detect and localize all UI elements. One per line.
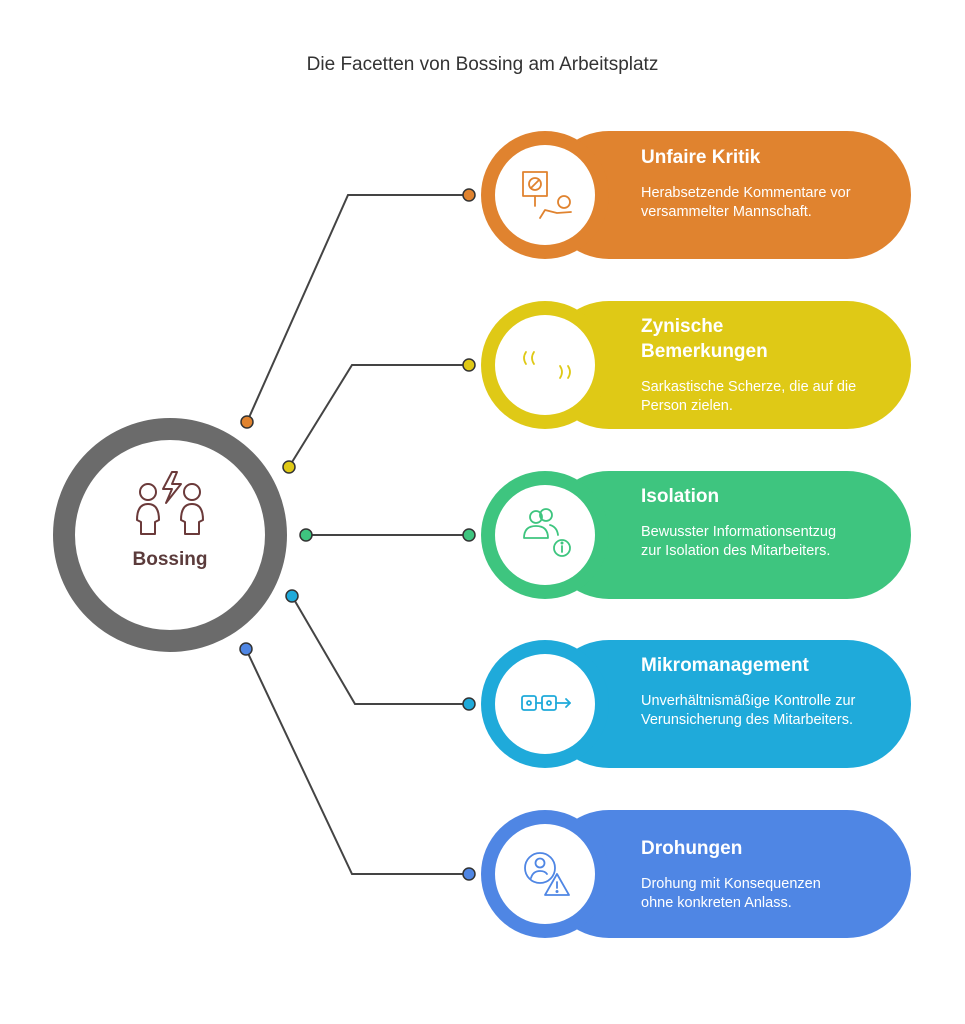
connector-dot-item-3 (462, 528, 476, 542)
diagram-title: Die Facetten von Bossing am Arbeitsplatz (306, 54, 659, 75)
item-title: Zynische Bemerkungen (641, 316, 768, 362)
item-badge-inner (495, 485, 595, 585)
item-title: Unfaire Kritik (641, 147, 761, 168)
connector-dot-hub-5 (239, 642, 253, 656)
glasses-arrow-icon (521, 695, 571, 711)
item-description: Unverhältnismäßige Kontrolle zur Verunsi… (641, 693, 856, 728)
connector-zynische-bemerkungen (288, 364, 469, 468)
connector-mikromanagement (291, 595, 469, 705)
item-pill (545, 640, 911, 768)
item-pill (545, 131, 911, 259)
sign-prohibited-person-icon (522, 171, 572, 219)
item-description: Sarkastische Scherze, die auf die Person… (641, 379, 857, 414)
item-isolation (481, 471, 911, 599)
item-zynische-bemerkungen (481, 301, 911, 429)
connector-dot-hub-4 (285, 589, 299, 603)
item-title: Drohungen (641, 838, 743, 859)
item-text-drohungen: Drohungen Drohung mit Konsequenzen ohne … (641, 836, 891, 913)
connector-unfaire-kritik (246, 194, 469, 423)
user-warning-icon (524, 852, 570, 896)
item-text-zynische-bemerkungen: Zynische Bemerkungen Sarkastische Scherz… (641, 314, 891, 416)
connector-drohungen (245, 648, 469, 875)
item-pill (545, 301, 911, 429)
item-title: Isolation (641, 486, 720, 507)
item-unfaire-kritik (481, 131, 911, 259)
item-badge-inner (495, 315, 595, 415)
item-drohungen (481, 810, 911, 938)
item-pill (545, 810, 911, 938)
item-mikromanagement (481, 640, 911, 768)
item-badge-inner (495, 824, 595, 924)
item-text-isolation: Isolation Bewusster Informationsentzug z… (641, 484, 891, 561)
hub-ring (53, 418, 287, 652)
item-description: Drohung mit Konsequenzen ohne konkreten … (641, 876, 821, 911)
connector-dot-item-2 (462, 358, 476, 372)
item-pill (545, 471, 911, 599)
item-badge-inner (495, 145, 595, 245)
item-title: Mikromanagement (641, 655, 809, 676)
hub-label: Bossing (132, 549, 208, 570)
connector-dot-hub-1 (240, 415, 254, 429)
connector-dot-item-5 (462, 867, 476, 881)
item-text-mikromanagement: Mikromanagement Unverhältnismäßige Kontr… (641, 653, 891, 730)
users-info-icon (523, 508, 571, 557)
item-description: Herabsetzende Kommentare vor versammelte… (641, 185, 851, 220)
connector-dot-hub-3 (299, 528, 313, 542)
item-badge-inner (495, 654, 595, 754)
people-conflict-icon (136, 471, 204, 535)
quotation-marks-icon (523, 351, 571, 379)
connector-dot-item-4 (462, 697, 476, 711)
item-text-unfaire-kritik: Unfaire Kritik Herabsetzende Kommentare … (641, 145, 891, 222)
connector-dot-item-1 (462, 188, 476, 202)
item-description: Bewusster Informationsentzug zur Isolati… (641, 524, 837, 559)
connector-dot-hub-2 (282, 460, 296, 474)
